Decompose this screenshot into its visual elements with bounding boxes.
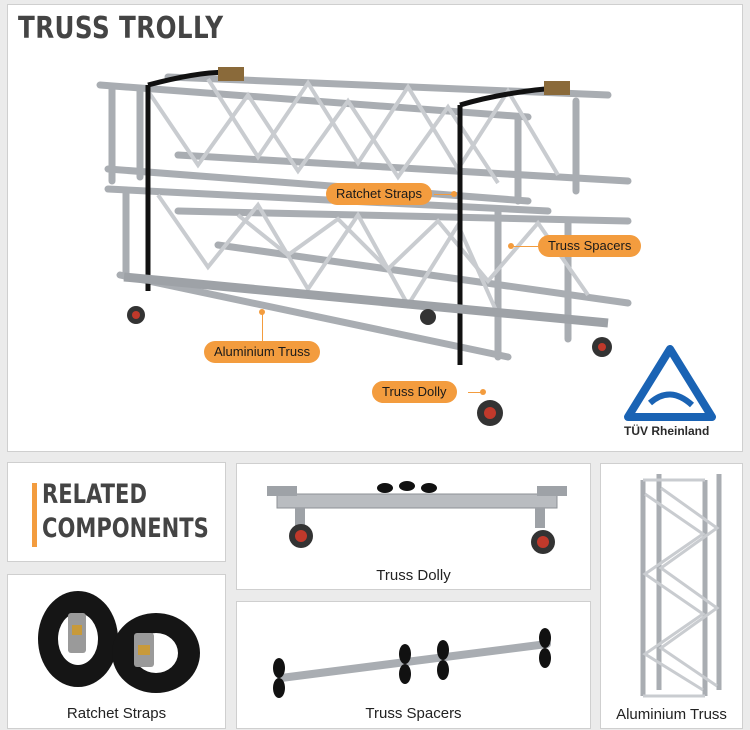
component-caption: Aluminium Truss [616,706,727,723]
callout-dot [259,309,265,315]
truss-trolley-image [96,67,632,426]
callout-ratchet-straps: Ratchet Straps [326,183,432,205]
callout-dot [480,389,486,395]
callout-truss-spacers: Truss Spacers [538,235,642,257]
component-card-truss-spacers[interactable]: Truss Spacers [236,601,591,729]
related-components-heading-panel: RELATED COMPONENTS [7,462,226,562]
component-card-ratchet-straps[interactable]: Ratchet Straps [7,574,226,729]
component-caption: Ratchet Straps [66,705,167,722]
callout-dot [451,191,457,197]
truss-dolly-image [267,481,567,554]
callout-aluminium-truss: Aluminium Truss [204,341,321,363]
aluminium-truss-image [640,474,722,698]
callout-leader [262,313,263,341]
component-card-aluminium-truss[interactable]: Aluminium Truss [600,463,743,729]
callout-truss-dolly: Truss Dolly [372,381,457,403]
related-heading-line1: RELATED [42,479,147,510]
related-heading-line2: COMPONENTS [42,513,209,544]
callout-leader [512,246,538,247]
page-title: TRUSS TROLLY [18,11,224,46]
tuv-rheinland-logo [624,345,716,421]
callout-leader [468,392,482,393]
ratchet-straps-image [38,591,200,693]
component-card-truss-dolly[interactable]: Truss Dolly [236,463,591,590]
accent-bar [32,483,37,547]
callout-dot [508,243,514,249]
brand-name: TÜV Rheinland [624,424,710,438]
callout-leader [434,194,452,195]
component-caption: Truss Spacers [365,705,462,722]
main-product-panel: TRUSS TROLLY [7,4,743,452]
truss-spacers-image [273,628,551,698]
component-caption: Truss Dolly [376,567,451,584]
